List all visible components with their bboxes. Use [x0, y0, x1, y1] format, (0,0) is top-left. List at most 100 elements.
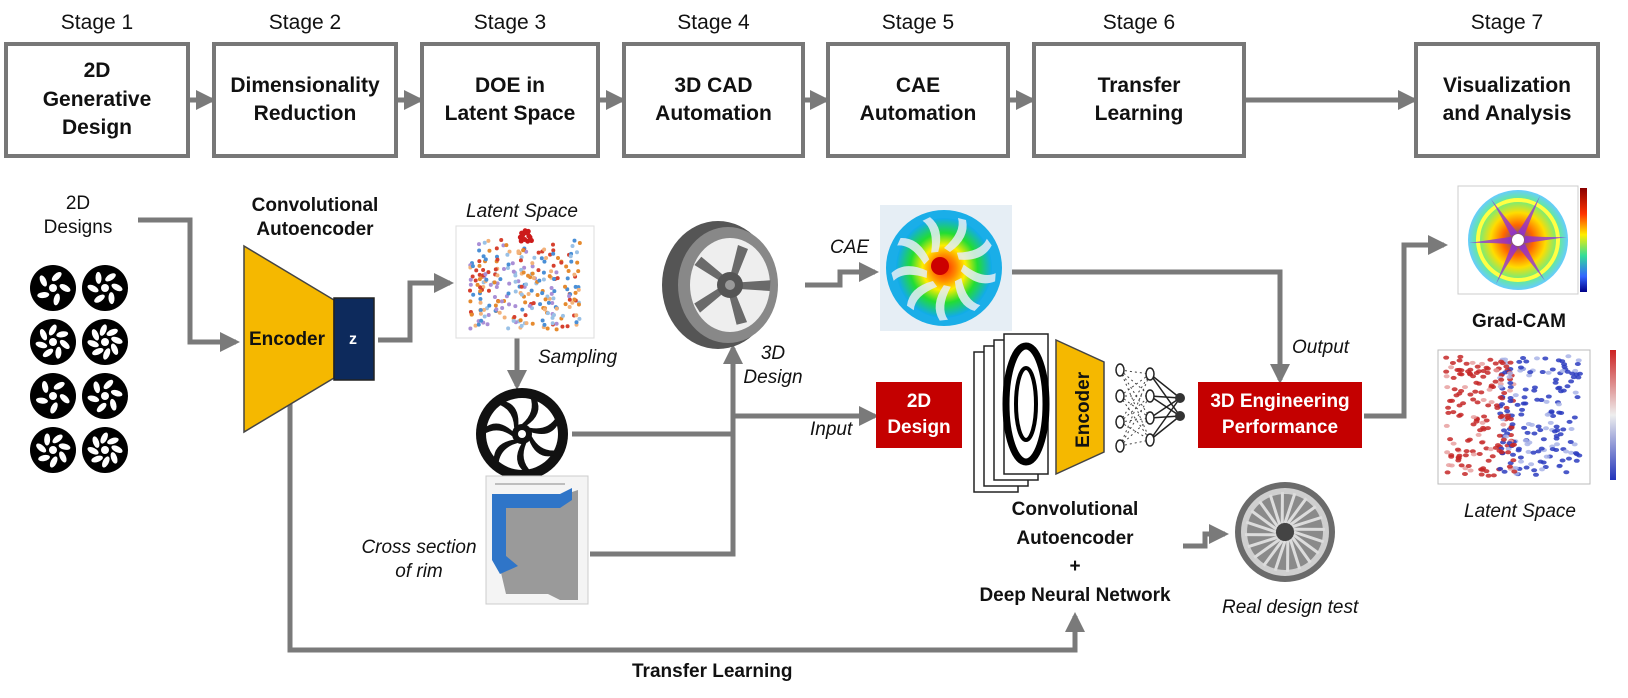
scatter-point	[1549, 447, 1556, 452]
scatter-point	[510, 261, 515, 266]
scatter-point	[1543, 399, 1550, 404]
scatter-point	[468, 277, 473, 282]
stage-box-7: Visualization and Analysis	[1414, 42, 1600, 158]
scatter-point	[1443, 423, 1450, 428]
scatter-point	[1457, 371, 1464, 376]
scatter-point	[1444, 450, 1451, 455]
scatter-point	[526, 233, 532, 239]
scatter-point	[1493, 368, 1500, 373]
scatter-point	[1566, 419, 1573, 424]
scatter-point	[495, 273, 500, 278]
real-design-test-label: Real design test	[1222, 597, 1359, 618]
design-thumbnail	[82, 427, 128, 473]
neural-network-icon	[1115, 363, 1185, 453]
scatter-point	[1501, 428, 1508, 433]
scatter-point	[468, 326, 473, 331]
scatter-point	[1507, 385, 1514, 390]
scatter-point	[572, 238, 577, 243]
scatter-point	[1517, 365, 1524, 370]
scatter-point	[468, 282, 473, 287]
scatter-point	[570, 300, 575, 305]
nn-node	[1115, 415, 1125, 429]
scatter-point	[1532, 472, 1539, 477]
nn-node	[1115, 389, 1125, 403]
scatter-point	[544, 255, 549, 260]
scatter-point	[563, 284, 568, 289]
scatter-point	[1506, 464, 1513, 469]
scatter-point	[494, 246, 499, 251]
scatter-point	[530, 271, 535, 276]
scatter-point	[497, 310, 502, 315]
scatter-point	[1517, 455, 1524, 460]
scatter-point	[526, 273, 531, 278]
scatter-point	[1483, 418, 1490, 423]
scatter-point	[521, 270, 526, 275]
scatter-point	[1497, 395, 1504, 400]
arrow-z-to-latent	[378, 273, 454, 343]
scatter-point	[1501, 469, 1508, 474]
scatter-point	[486, 270, 491, 275]
scatter-point	[1498, 377, 1505, 382]
stage-box-1: 2D Generative Design	[4, 42, 190, 158]
encoder-vertical-label: Encoder	[1073, 371, 1095, 448]
scatter-point	[1507, 381, 1514, 386]
scatter-point	[547, 274, 552, 279]
scatter-point	[505, 265, 510, 270]
scatter-point	[1448, 454, 1455, 459]
scatter-point	[1563, 449, 1570, 454]
scatter-point	[1465, 438, 1472, 443]
scatter-point	[506, 262, 511, 267]
scatter-point	[1445, 463, 1452, 468]
scatter-point	[1455, 456, 1462, 461]
scatter-point	[573, 290, 578, 295]
scatter-point	[1478, 390, 1485, 395]
scatter-point	[1511, 469, 1518, 474]
scatter-point	[1470, 397, 1477, 402]
scatter-point	[1522, 438, 1529, 443]
scatter-point	[1524, 442, 1531, 447]
scatter-point	[1559, 369, 1566, 374]
engineering-performance-box: 3D Engineering Performance	[1198, 382, 1362, 448]
scatter-point	[1479, 467, 1486, 472]
scatter-point	[513, 273, 518, 278]
scatter-point	[473, 278, 478, 283]
flow-arrows	[138, 217, 1448, 653]
scatter-point	[1515, 448, 1522, 453]
scatter-point	[1494, 405, 1501, 410]
scatter-point	[1505, 450, 1512, 455]
scatter-point	[519, 284, 524, 289]
scatter-point	[569, 259, 574, 264]
scatter-point	[1465, 464, 1472, 469]
scatter-point	[495, 281, 500, 286]
scatter-point	[1485, 473, 1492, 478]
scatter-point	[1489, 454, 1496, 459]
scatter-point	[1461, 471, 1468, 476]
scatter-point	[536, 250, 541, 255]
scatter-point	[1454, 447, 1461, 452]
scatter-point	[1480, 374, 1487, 379]
scatter-point	[1537, 428, 1544, 433]
scatter-point	[484, 306, 489, 311]
scatter-point	[1531, 388, 1538, 393]
scatter-point	[555, 276, 560, 281]
latent-space-right-scatter	[1437, 349, 1616, 485]
scatter-point	[1480, 397, 1487, 402]
stage-box-2: Dimensionality Reduction	[212, 42, 398, 158]
scatter-point	[1456, 413, 1463, 418]
scatter-point	[507, 249, 512, 254]
scatter-point	[1504, 413, 1511, 418]
scatter-point	[570, 243, 575, 248]
scatter-point	[1500, 437, 1507, 442]
scatter-point	[1456, 358, 1463, 363]
scatter-point	[1538, 446, 1545, 451]
scatter-point	[519, 292, 524, 297]
scatter-point	[513, 304, 518, 309]
scatter-point	[1564, 384, 1571, 389]
scatter-point	[1531, 385, 1538, 390]
scatter-point	[1485, 403, 1492, 408]
scatter-point	[1465, 369, 1472, 374]
scatter-point	[1479, 420, 1486, 425]
scatter-point	[519, 323, 524, 328]
scatter-point	[476, 242, 481, 247]
scatter-point	[499, 238, 504, 243]
